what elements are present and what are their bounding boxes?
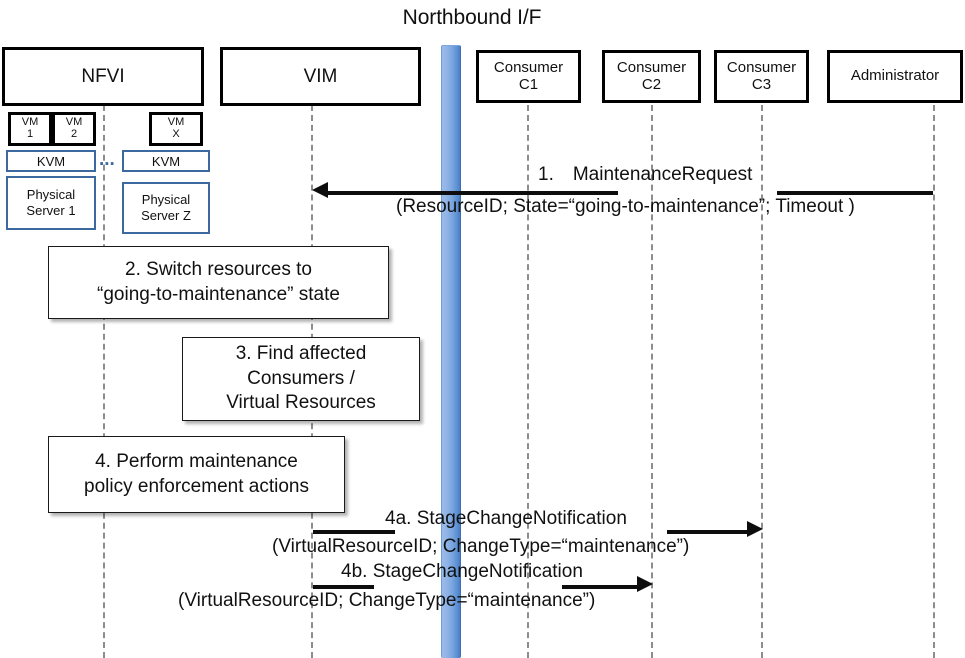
message-4a-params: (VirtualResourceID; ChangeType=“maintena… [272, 536, 690, 557]
actor-label-nfvi: NFVI [81, 65, 125, 87]
lifeline-consumer-c2 [651, 105, 653, 658]
step-3-line3: Virtual Resources [226, 392, 376, 414]
message-1-label: 1. MaintenanceRequest [538, 164, 753, 185]
step-4-line2: policy enforcement actions [84, 475, 309, 497]
lifeline-consumer-c1 [527, 105, 529, 658]
message-4b-label: 4b. StageChangeNotification [341, 561, 583, 582]
physical-server-1-line1: Physical [26, 187, 76, 203]
kvm-box-2[interactable]: KVM [122, 150, 210, 172]
vm-label-2-line2: 2 [70, 128, 78, 140]
vm-label-1-line1: VM [21, 116, 39, 129]
ellipsis-icon: ... [99, 149, 115, 170]
vm-box-1[interactable]: VM 1 [8, 112, 52, 146]
physical-server-box-1[interactable]: Physical Server 1 [6, 176, 96, 230]
actor-box-vim[interactable]: VIM [220, 47, 421, 106]
step-2-line1: 2. Switch resources to [125, 258, 312, 280]
actor-label-consumer-c3-line1: Consumer [726, 58, 797, 76]
message-4b-line-right-segment [562, 585, 637, 589]
physical-server-z-line2: Server Z [141, 208, 191, 223]
message-4b-params: (VirtualResourceID; ChangeType=“maintena… [178, 590, 596, 611]
step-4-line1: 4. Perform maintenance [95, 450, 298, 472]
message-4a-line-left-segment [313, 530, 395, 534]
physical-server-box-z[interactable]: Physical Server Z [122, 182, 210, 234]
kvm-box-1[interactable]: KVM [6, 150, 96, 172]
actor-label-consumer-c2-line1: Consumer [616, 58, 687, 76]
actor-box-nfvi[interactable]: NFVI [2, 47, 204, 106]
actor-box-consumer-c3[interactable]: Consumer C3 [714, 50, 809, 103]
message-4a-arrowhead [747, 521, 763, 537]
kvm-label-2: KVM [151, 153, 181, 169]
kvm-label-1: KVM [36, 153, 66, 169]
vm-label-x-line2: X [172, 128, 180, 140]
vm-label-1-line2: 1 [26, 128, 34, 140]
actor-box-consumer-c2[interactable]: Consumer C2 [602, 50, 701, 103]
message-1-line-right-segment [777, 191, 933, 195]
physical-server-1-line2: Server 1 [26, 203, 76, 218]
actor-label-administrator: Administrator [850, 67, 940, 85]
actor-label-consumer-c3-line2: C3 [751, 75, 772, 93]
northbound-interface-bar [441, 45, 461, 658]
message-4a-label: 4a. StageChangeNotification [385, 508, 627, 529]
message-1-params: (ResourceID; State=“going-to-maintenance… [396, 196, 855, 217]
vm-box-x[interactable]: VM X [149, 112, 203, 146]
lifeline-consumer-c3 [761, 105, 763, 658]
message-4a-line-right-segment [667, 530, 747, 534]
vm-box-2[interactable]: VM 2 [52, 112, 96, 146]
lifeline-administrator [933, 105, 935, 658]
message-4b-line-left-segment [313, 585, 374, 589]
lifeline-nfvi [103, 105, 105, 658]
actor-box-administrator[interactable]: Administrator [827, 50, 963, 103]
step-3-line2: Consumers / [247, 367, 355, 389]
step-box-4[interactable]: 4. Perform maintenance policy enforcemen… [48, 436, 345, 513]
step-3-line1: 3. Find affected [235, 342, 367, 364]
vm-label-2-line1: VM [65, 116, 83, 129]
physical-server-z-line1: Physical [141, 192, 191, 208]
message-1-line-left-segment [328, 191, 618, 195]
diagram-title: Northbound I/F [402, 6, 542, 29]
actor-label-consumer-c1-line2: C1 [518, 75, 539, 93]
actor-label-consumer-c1-line1: Consumer [493, 58, 564, 76]
step-2-line2: “going-to-maintenance” state [97, 283, 340, 305]
actor-label-vim: VIM [303, 65, 338, 87]
step-box-3[interactable]: 3. Find affected Consumers / Virtual Res… [182, 337, 420, 421]
step-box-2[interactable]: 2. Switch resources to “going-to-mainten… [48, 246, 389, 319]
actor-label-consumer-c2-line2: C2 [641, 75, 662, 93]
vm-label-x-line1: VM [167, 116, 185, 129]
actor-box-consumer-c1[interactable]: Consumer C1 [476, 50, 581, 103]
message-4b-arrowhead [637, 576, 653, 592]
message-1-arrowhead [312, 182, 328, 198]
